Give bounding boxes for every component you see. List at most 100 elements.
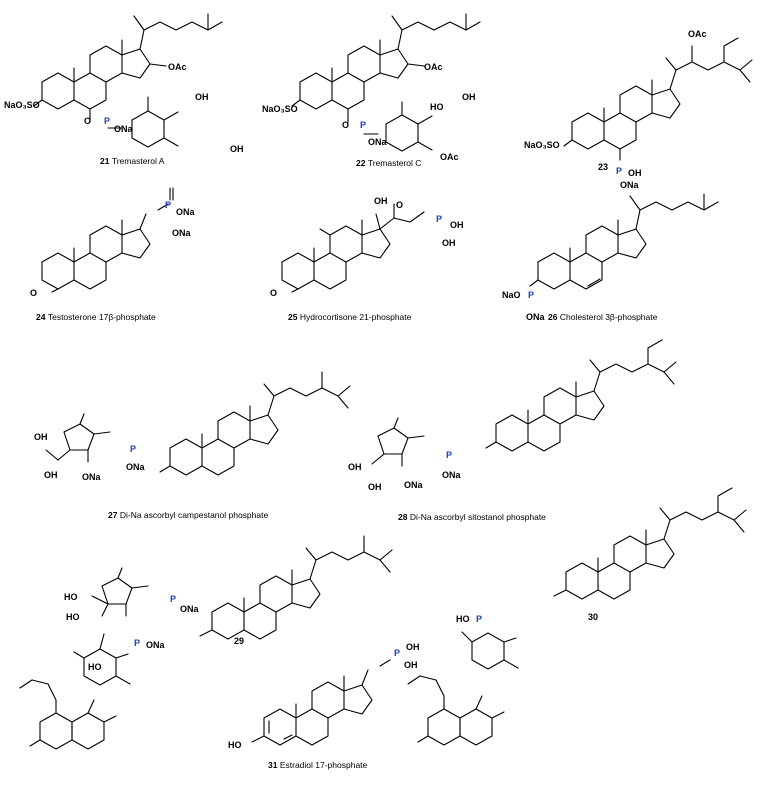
label-ona: ONa	[526, 312, 546, 322]
compound-number: 29	[234, 636, 245, 646]
label-oac: OAc	[688, 29, 707, 39]
label-ho: HO	[66, 612, 80, 622]
structure-30	[553, 487, 747, 600]
label-oh: OH	[34, 432, 48, 442]
caption-21: 21 Tremasterol A	[100, 156, 164, 166]
label-ona: ONa	[126, 462, 146, 472]
compound-name: Tremasterol C	[367, 158, 422, 168]
label-ho: HO	[88, 662, 102, 672]
structure-22	[291, 13, 481, 152]
label-ona: ONa	[620, 180, 640, 190]
compound-number: 26	[548, 312, 558, 322]
caption-25: 25 Hydrocortisone 21-phosphate	[288, 312, 411, 322]
caption-22: 22 Tremasterol C	[356, 158, 421, 168]
label-o: O	[342, 120, 349, 130]
label-oh: OH	[368, 482, 382, 492]
label-p: P	[165, 200, 171, 210]
label-ona: ONa	[172, 228, 192, 238]
label-oh: OH	[348, 462, 362, 472]
label-na: ONa	[180, 604, 200, 614]
caption-30: 30	[588, 612, 598, 622]
label-ona: ONa	[146, 640, 166, 650]
label-ona: ONa	[404, 480, 424, 490]
lactone-30	[461, 631, 519, 670]
label-oh: OH	[406, 642, 420, 652]
structure-28	[485, 339, 677, 452]
naphthalene-30	[407, 675, 505, 746]
label-ho: HO	[64, 592, 78, 602]
structure-21	[33, 13, 223, 148]
label-p: P	[446, 450, 452, 460]
label-ona: ONa	[368, 137, 388, 147]
compound-name: Cholesterol 3β-phosphate	[559, 312, 658, 322]
compound-name: Estradiol 17-phosphate	[279, 760, 368, 770]
label-p: P	[616, 166, 622, 176]
label-oh: OH	[442, 238, 456, 248]
label-p: P	[528, 290, 534, 300]
label-p: P	[130, 444, 136, 454]
label-ona: ONa	[176, 207, 196, 217]
compound-name: Testosterone 17β-phosphate	[47, 312, 156, 322]
label-ona: ONa	[114, 124, 134, 134]
caption-28: 28 Di-Na ascorbyl sitostanol phosphate	[398, 512, 546, 522]
caption-31: 31 Estradiol 17-phosphate	[268, 760, 367, 770]
label-naso3so: NaO₃SO	[4, 100, 40, 110]
structure-24	[41, 187, 174, 293]
label-oh: OH	[195, 92, 209, 102]
compound-number: 23	[598, 162, 609, 172]
structure-31	[251, 659, 391, 746]
caption-26: 26 Cholesterol 3β-phosphate	[548, 312, 657, 322]
label-oac: OAc	[424, 62, 443, 72]
label-p: P	[360, 120, 366, 130]
compound-number: 21	[100, 156, 110, 166]
label-oh: OH	[462, 92, 476, 102]
compound-name: Tremasterol A	[111, 156, 165, 166]
ascorbyl-29	[91, 567, 149, 617]
compound-number: 28	[398, 512, 408, 522]
label-naso3so: NaO₃SO	[524, 140, 560, 150]
structure-29	[199, 535, 393, 640]
compound-name: Di-Na ascorbyl campestanol phosphate	[119, 510, 269, 520]
caption-27: 27 Di-Na ascorbyl campestanol phosphate	[108, 510, 268, 520]
label-p: P	[436, 214, 442, 224]
label-ona: ONa	[442, 470, 462, 480]
label-nao: NaO	[502, 290, 521, 300]
compound-name: Di-Na ascorbyl sitostanol phosphate	[409, 512, 546, 522]
label-ho: HO	[456, 614, 470, 624]
structure-25	[281, 203, 425, 293]
label-ho: HO	[430, 102, 444, 112]
label-oh: OH	[374, 196, 388, 206]
label-ona: ONa	[82, 472, 102, 482]
label-o: O	[396, 200, 403, 210]
caption-24: 24 Testosterone 17β-phosphate	[36, 312, 156, 322]
compound-number: 22	[356, 158, 366, 168]
structure-27	[159, 371, 351, 476]
structure-23	[563, 37, 753, 161]
compound-number: 27	[108, 510, 118, 520]
compound-number: 24	[36, 312, 46, 322]
naphthalene-29	[19, 679, 117, 750]
caption-29: 29	[234, 636, 244, 646]
compound-number: 30	[588, 612, 599, 622]
label-ho: HO	[228, 740, 242, 750]
lactone-29	[73, 633, 131, 686]
label-oac: OAc	[168, 62, 187, 72]
label-p: P	[476, 614, 482, 624]
ascorbyl-28	[371, 417, 425, 467]
label-p: P	[170, 594, 176, 604]
label-oh: OH	[450, 220, 464, 230]
label-oac: OAc	[440, 152, 459, 162]
compound-number: 25	[288, 312, 298, 322]
label-o: O	[84, 116, 91, 126]
label-oh: OH	[230, 144, 244, 154]
label-oh: OH	[628, 168, 642, 178]
label-naso3so: NaO₃SO	[262, 104, 298, 114]
label-p: P	[134, 638, 140, 648]
label-p: P	[104, 116, 110, 126]
label-oh: OH	[44, 470, 58, 480]
structure-26	[529, 193, 719, 290]
ascorbyl-27	[45, 413, 111, 463]
atom-labels: NaO₃SO OAc O P ONa OH OH NaO₃SO OAc O P …	[4, 29, 707, 750]
